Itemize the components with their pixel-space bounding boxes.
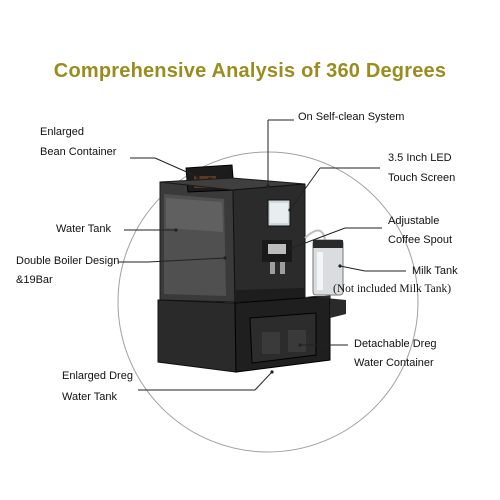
label-coffee-spout-line2: Coffee Spout (388, 234, 453, 246)
machine-base-left (157, 299, 237, 373)
label-bean-container-line2: Bean Container (40, 146, 117, 158)
label-double-boiler-line1: Double Boiler Design (16, 255, 120, 267)
annotation-dots (174, 175, 342, 374)
label-dreg-tank-line1: Enlarged Dreg (62, 370, 133, 382)
label-water-tank: Water Tank (56, 223, 112, 235)
label-self-clean: On Self-clean System (298, 111, 405, 123)
label-bean-container-line1: Enlarged (40, 126, 85, 138)
label-milk-tank: Milk Tank (412, 265, 458, 277)
annotation-lines (118, 119, 406, 391)
label-double-boiler-line2: &19Bar (16, 274, 53, 286)
label-dreg-container-line2: Water Container (354, 357, 434, 369)
label-touch-screen-line1: 3.5 Inch LED (388, 152, 452, 164)
label-milk-tank-note: (Not included Milk Tank) (333, 283, 452, 295)
label-coffee-spout-line1: Adjustable (388, 215, 440, 227)
label-touch-screen-line2: Touch Screen (388, 172, 456, 184)
dreg-container (249, 312, 317, 364)
coffee-machine (157, 164, 346, 373)
label-dreg-container-line1: Detachable Dreg (354, 338, 437, 350)
page-title: Comprehensive Analysis of 360 Degrees (53, 60, 447, 82)
label-dreg-tank-line2: Water Tank (62, 391, 118, 403)
